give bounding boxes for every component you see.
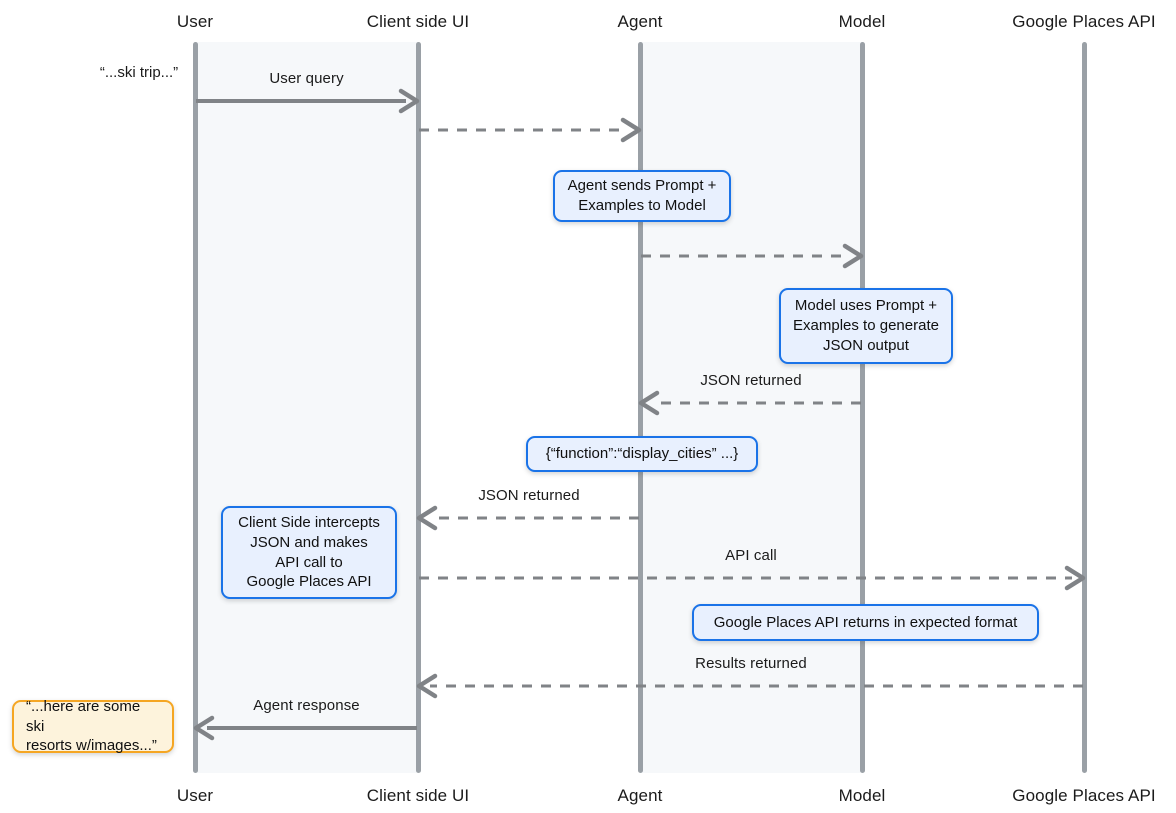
note-n2: Model uses Prompt + Examples to generate…	[779, 288, 953, 364]
callout-c2: “...here are some ski resorts w/images..…	[12, 698, 174, 754]
footer-label-client: Client side UI	[366, 786, 470, 805]
footer-label-agent: Agent	[617, 786, 663, 805]
header-label-agent: Agent	[617, 12, 663, 31]
lifeline-places	[1081, 42, 1087, 773]
note-n5: Google Places API returns in expected fo…	[692, 604, 1039, 641]
footer-label-places: Google Places API	[1012, 786, 1156, 805]
footer-label-model: Model	[838, 786, 886, 805]
header-label-model: Model	[838, 12, 886, 31]
arrow-m8	[193, 715, 417, 741]
arrow-m1	[196, 88, 420, 114]
header-label-client: Client side UI	[366, 12, 470, 31]
note-n1: Agent sends Prompt + Examples to Model	[553, 170, 731, 222]
header-label-user: User	[176, 12, 214, 31]
message-label-m7: Results returned	[695, 655, 807, 672]
message-label-m4: JSON returned	[700, 372, 802, 389]
message-label-m1: User query	[269, 70, 344, 87]
note-n4: Client Side intercepts JSON and makes AP…	[221, 506, 397, 599]
lifeline-user	[192, 42, 198, 773]
note-n3: {“function”:“display_cities” ...}	[526, 436, 758, 472]
header-label-places: Google Places API	[1012, 12, 1156, 31]
message-label-m5: JSON returned	[478, 487, 580, 504]
lifeline-agent	[637, 42, 643, 773]
lifeline-client	[415, 42, 421, 773]
arrow-m4	[638, 390, 861, 416]
arrow-m3	[641, 243, 864, 269]
arrow-m2	[419, 117, 642, 143]
band-user-client	[195, 42, 418, 773]
quote-c1: “...ski trip...”	[99, 64, 179, 81]
arrow-m7	[416, 673, 1083, 699]
arrow-m6	[419, 565, 1086, 591]
band-agent-model	[640, 42, 862, 773]
footer-label-user: User	[176, 786, 214, 805]
message-label-m6: API call	[725, 547, 777, 564]
arrow-m5	[416, 505, 639, 531]
message-label-m8: Agent response	[253, 697, 360, 714]
lifeline-model	[859, 42, 865, 773]
